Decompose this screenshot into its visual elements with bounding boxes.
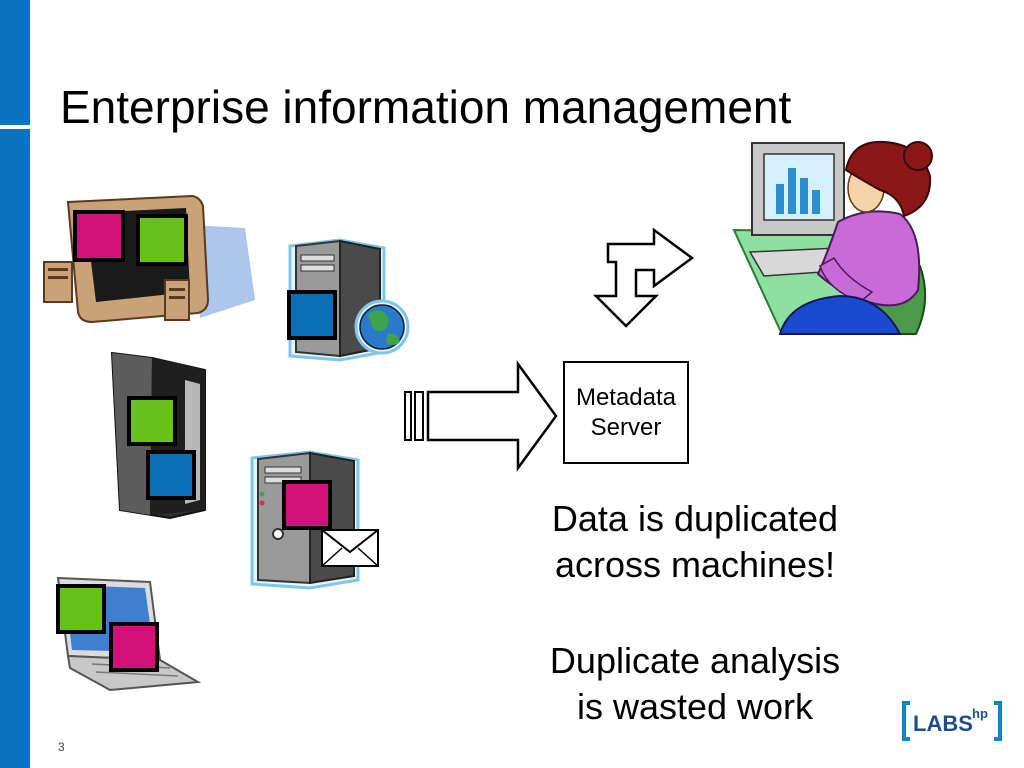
side-bar-notch [0, 125, 30, 129]
note-line: Data is duplicated [551, 498, 839, 539]
wasted-work-note: Duplicate analysis is wasted work [500, 638, 890, 730]
logo-superscript: hp [972, 706, 988, 721]
note-line: is wasted work [576, 686, 814, 727]
metadata-server-label-line2: Server [590, 413, 662, 441]
logo-text: LABS [913, 711, 973, 736]
bent-arrow-icon [592, 227, 695, 328]
hp-labs-logo: LABS hp [902, 701, 1002, 741]
note-line: across machines! [554, 544, 836, 585]
metadata-server-label-line1: Metadata [575, 383, 677, 411]
metadata-server-box: Metadata Server [563, 361, 689, 464]
slide-title: Enterprise information management [60, 81, 792, 133]
data-block-green [56, 584, 106, 634]
data-block-green [127, 396, 177, 446]
data-block-green [136, 214, 188, 266]
user-at-computer-icon [732, 140, 933, 335]
arrow-to-metadata-server [404, 360, 558, 472]
duplication-note: Data is duplicated across machines! [500, 496, 890, 588]
data-block-magenta [73, 210, 125, 262]
page-number: 3 [58, 740, 65, 754]
data-block-blue [146, 450, 196, 500]
data-block-blue [287, 290, 337, 340]
data-block-magenta [109, 622, 159, 672]
note-line: Duplicate analysis [549, 640, 841, 681]
data-block-magenta [282, 480, 332, 530]
